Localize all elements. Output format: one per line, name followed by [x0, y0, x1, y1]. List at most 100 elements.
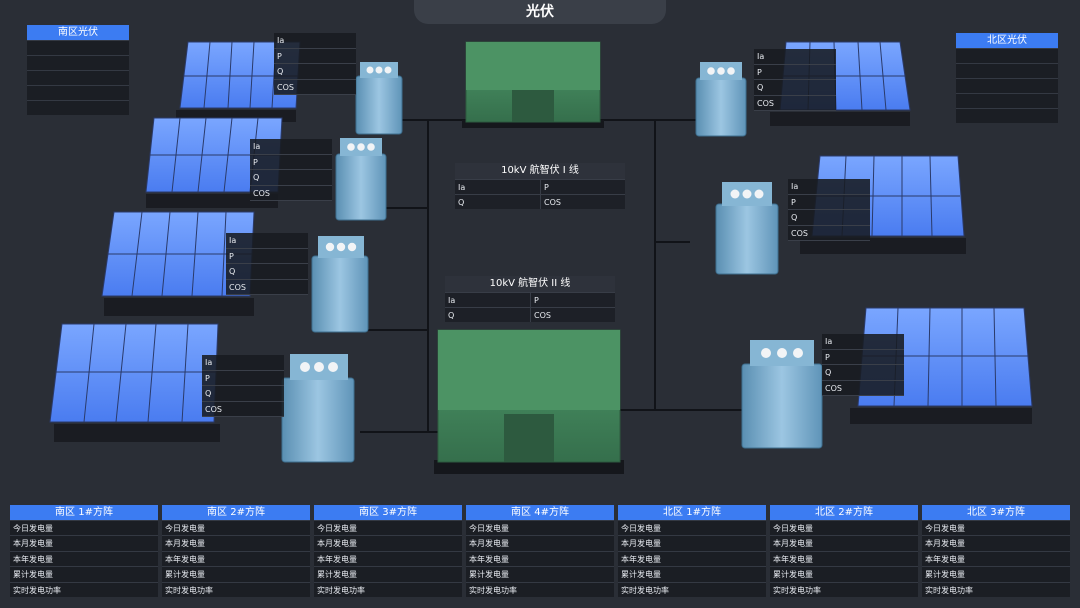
array-row-total: 累计发电量: [314, 566, 462, 581]
array-title: 北区 2#方阵: [770, 505, 918, 520]
param-cos: COS: [274, 79, 356, 95]
param-q: Q: [754, 80, 836, 96]
array-table-south-3: 南区 3#方阵 今日发电量 本月发电量 本年发电量 累计发电量 实时发电功率: [314, 505, 462, 597]
array-row-today: 今日发电量: [922, 520, 1070, 535]
param-p: P: [202, 370, 284, 386]
array-row-month: 本月发电量: [314, 535, 462, 550]
array-table-south-4: 南区 4#方阵 今日发电量 本月发电量 本年发电量 累计发电量 实时发电功率: [466, 505, 614, 597]
param-q: Q: [202, 386, 284, 402]
param-ia: Ia: [754, 49, 836, 65]
array-table-north-3: 北区 3#方阵 今日发电量 本月发电量 本年发电量 累计发电量 实时发电功率: [922, 505, 1070, 597]
line1-ia: Ia: [458, 183, 466, 192]
param-ia: Ia: [274, 33, 356, 49]
array-row-today: 今日发电量: [162, 520, 310, 535]
region-row: [956, 63, 1058, 78]
array-table-south-1: 南区 1#方阵 今日发电量 本月发电量 本年发电量 累计发电量 实时发电功率: [10, 505, 158, 597]
array-row-year: 本年发电量: [314, 550, 462, 566]
array-row-year: 本年发电量: [922, 550, 1070, 566]
region-row: [956, 108, 1058, 123]
param-q: Q: [226, 264, 308, 280]
north-region-panel: 北区光伏: [956, 33, 1058, 123]
array-row-year: 本年发电量: [466, 550, 614, 566]
param-ia: Ia: [788, 179, 870, 195]
region-row: [27, 85, 129, 100]
array-row-power: 实时发电功率: [162, 581, 310, 597]
array-title: 南区 1#方阵: [10, 505, 158, 520]
param-ia: Ia: [226, 233, 308, 249]
north-region-title: 北区光伏: [956, 33, 1058, 48]
array-row-total: 累计发电量: [922, 566, 1070, 581]
array-row-power: 实时发电功率: [770, 581, 918, 597]
param-q: Q: [822, 365, 904, 381]
array-row-total: 累计发电量: [770, 566, 918, 581]
line2-title: 10kV 航智伏 II 线: [445, 276, 615, 292]
line1-p: P: [540, 180, 625, 194]
transformer-sw1: [355, 62, 403, 135]
param-ia: Ia: [822, 334, 904, 350]
line2-p: P: [530, 293, 615, 307]
param-table-sw3: Ia P Q COS: [226, 233, 308, 295]
array-row-power: 实时发电功率: [922, 581, 1070, 597]
line1-row: Ia P: [455, 179, 625, 194]
param-ia: Ia: [202, 355, 284, 371]
param-p: P: [754, 64, 836, 80]
transformer-ne2: [715, 182, 779, 275]
array-row-total: 累计发电量: [162, 566, 310, 581]
array-row-power: 实时发电功率: [618, 581, 766, 597]
array-row-year: 本年发电量: [162, 550, 310, 566]
transformer-sw2: [335, 138, 387, 221]
line1-row: Q COS: [455, 194, 625, 209]
line2-cos: COS: [530, 308, 615, 322]
transformer-ne1: [695, 62, 747, 137]
solar-array-sw4: [49, 323, 220, 442]
array-title: 南区 4#方阵: [466, 505, 614, 520]
array-row-total: 累计发电量: [618, 566, 766, 581]
array-row-year: 本年发电量: [770, 550, 918, 566]
transformer-ne3: [741, 340, 823, 449]
param-table-ne1: Ia P Q COS: [754, 49, 836, 111]
line2-row: Ia P: [445, 292, 615, 307]
line2-row: Q COS: [445, 307, 615, 322]
array-row-power: 实时发电功率: [466, 581, 614, 597]
param-p: P: [788, 194, 870, 210]
region-row: [27, 100, 129, 115]
array-title: 北区 3#方阵: [922, 505, 1070, 520]
region-row: [27, 40, 129, 55]
param-table-sw2: Ia P Q COS: [250, 139, 332, 201]
array-row-total: 累计发电量: [10, 566, 158, 581]
array-row-month: 本月发电量: [10, 535, 158, 550]
array-title: 北区 1#方阵: [618, 505, 766, 520]
south-region-title: 南区光伏: [27, 25, 129, 40]
array-row-today: 今日发电量: [314, 520, 462, 535]
region-row: [956, 48, 1058, 63]
array-row-year: 本年发电量: [10, 550, 158, 566]
param-cos: COS: [754, 95, 836, 111]
param-cos: COS: [202, 401, 284, 417]
solar-array-sw3: [101, 211, 255, 316]
array-table-north-2: 北区 2#方阵 今日发电量 本月发电量 本年发电量 累计发电量 实时发电功率: [770, 505, 918, 597]
param-p: P: [822, 349, 904, 365]
param-q: Q: [250, 170, 332, 186]
array-row-year: 本年发电量: [618, 550, 766, 566]
array-row-power: 实时发电功率: [314, 581, 462, 597]
line1-table: 10kV 航智伏 I 线 Ia P Q COS: [455, 163, 625, 209]
south-region-panel: 南区光伏: [27, 25, 129, 115]
param-table-ne2: Ia P Q COS: [788, 179, 870, 241]
array-table-north-1: 北区 1#方阵 今日发电量 本月发电量 本年发电量 累计发电量 实时发电功率: [618, 505, 766, 597]
array-row-month: 本月发电量: [770, 535, 918, 550]
array-title: 南区 2#方阵: [162, 505, 310, 520]
transformer-sw4: [281, 354, 355, 463]
array-title: 南区 3#方阵: [314, 505, 462, 520]
array-row-power: 实时发电功率: [10, 581, 158, 597]
array-row-month: 本月发电量: [618, 535, 766, 550]
line2-q: Q: [448, 311, 455, 320]
param-p: P: [226, 248, 308, 264]
region-row: [27, 55, 129, 70]
switch-cabinet-2: [434, 329, 624, 474]
switch-cabinet-1: [462, 41, 604, 128]
array-row-month: 本月发电量: [466, 535, 614, 550]
param-table-ne3: Ia P Q COS: [822, 334, 904, 396]
array-row-today: 今日发电量: [466, 520, 614, 535]
param-cos: COS: [226, 279, 308, 295]
